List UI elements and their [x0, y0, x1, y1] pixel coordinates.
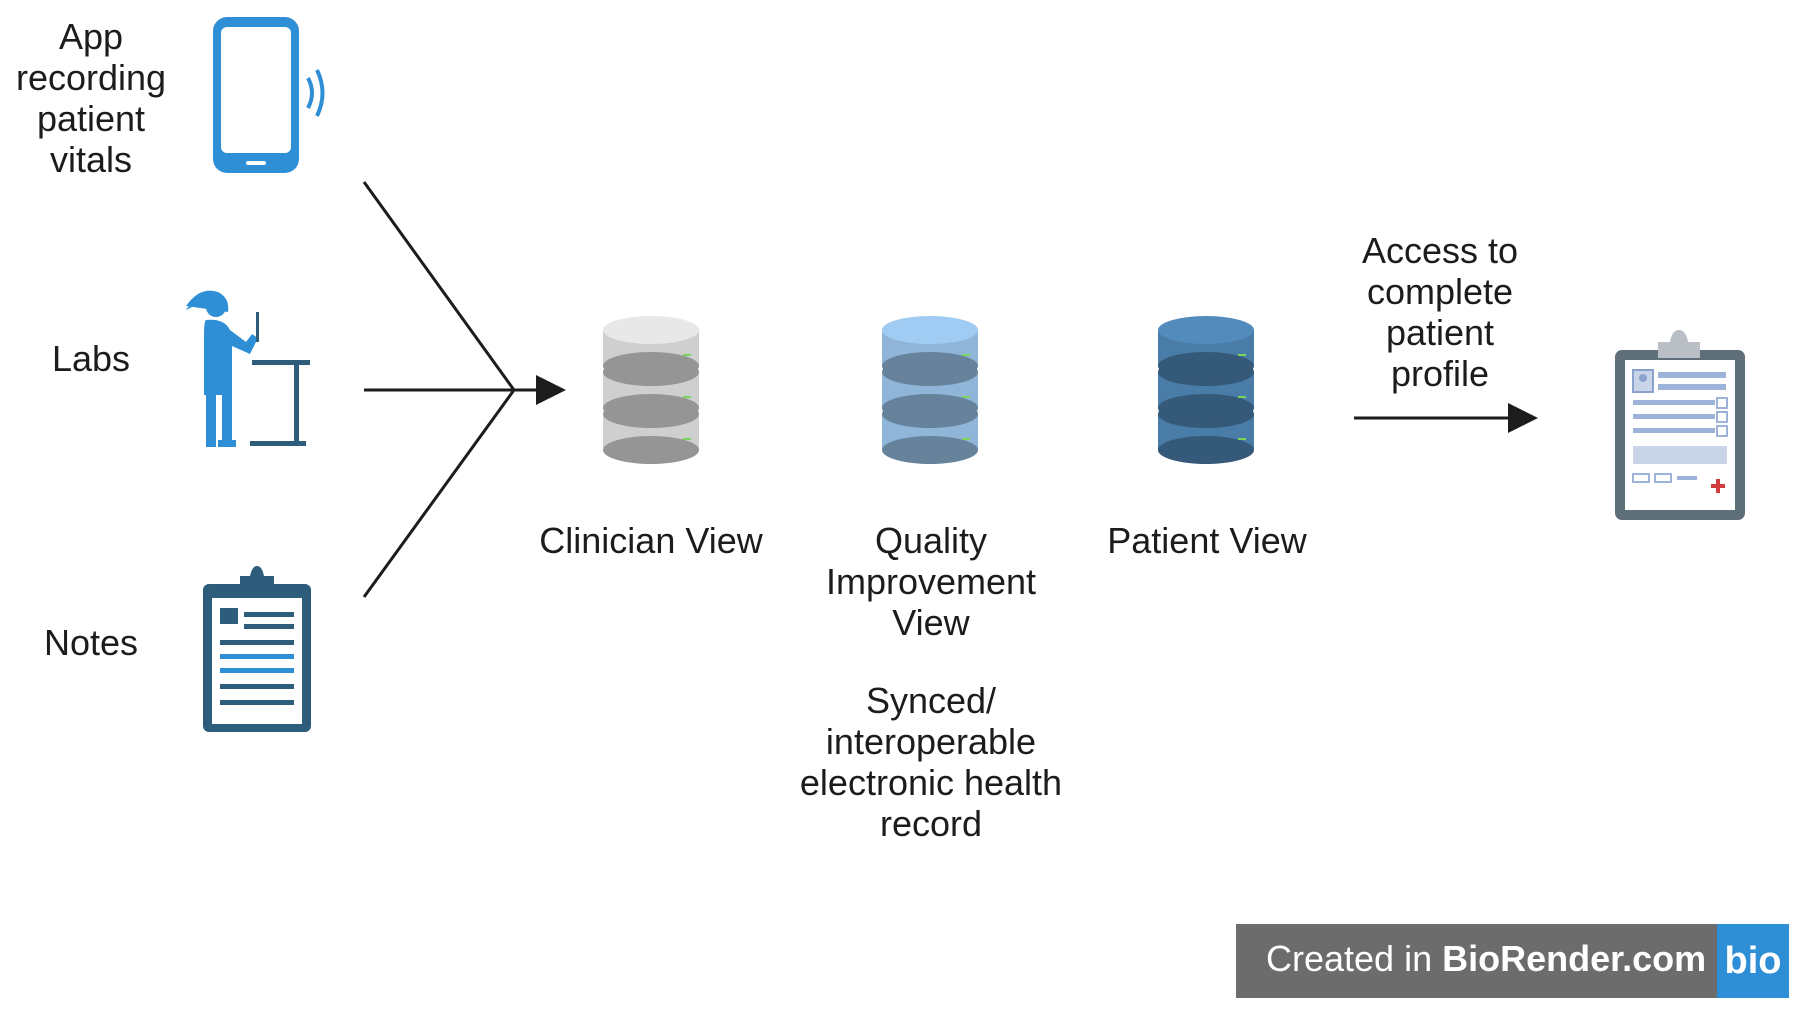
- notes-clipboard-icon: [203, 566, 311, 732]
- biorender-logo: bio: [1717, 924, 1789, 998]
- smartphone-vitals-icon: [213, 17, 325, 173]
- view-label-clinician: Clinician View: [539, 520, 763, 561]
- converging-connector: [362, 181, 566, 598]
- lab-technician-icon: [186, 290, 310, 447]
- source-label-notes: Notes: [43, 622, 139, 663]
- database-group: [603, 316, 1254, 464]
- view-label-quality-improvement: Quality Improvement View: [825, 520, 1037, 643]
- ehr-caption: Synced/ interoperable electronic health …: [799, 680, 1063, 844]
- patient-profile-clipboard-icon: [1615, 330, 1745, 520]
- badge-brand: BioRender.com: [1442, 938, 1707, 979]
- access-label: Access to complete patient profile: [1361, 230, 1519, 394]
- database-icon-clinician: [603, 316, 699, 464]
- source-label-vitals: App recording patient vitals: [15, 16, 167, 180]
- badge-prefix: Created in: [1266, 938, 1443, 979]
- biorender-badge[interactable]: Created in BioRender.com bio: [1236, 924, 1789, 998]
- database-icon-patient: [1158, 316, 1254, 464]
- view-label-patient: Patient View: [1107, 520, 1307, 561]
- source-label-labs: Labs: [51, 338, 131, 379]
- badge-text: Created in BioRender.com: [1266, 938, 1706, 980]
- database-icon-quality-improvement: [882, 316, 978, 464]
